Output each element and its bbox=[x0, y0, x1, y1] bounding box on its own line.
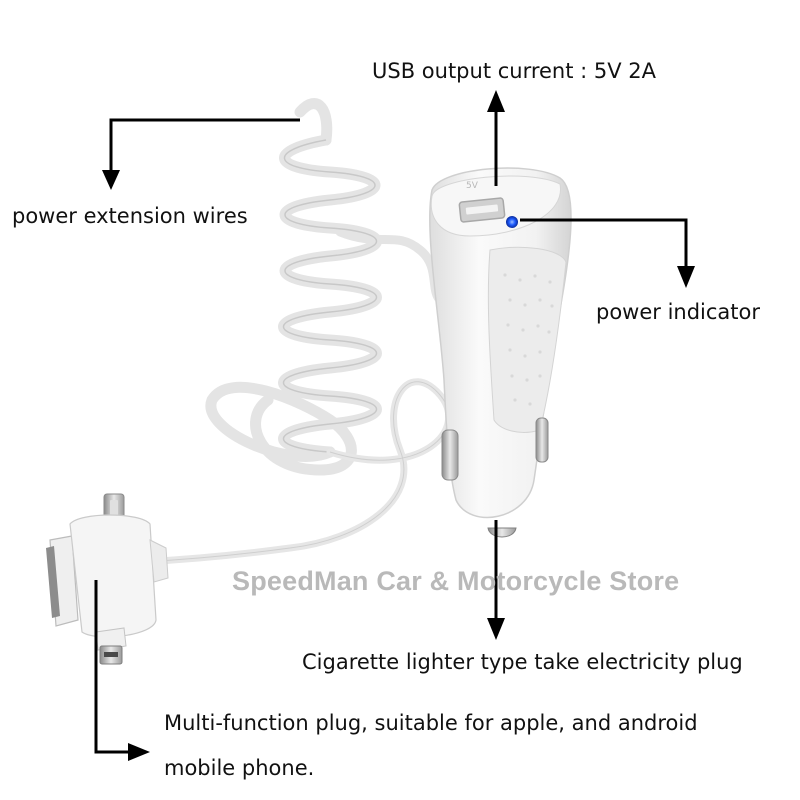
coiled-cable-outline bbox=[282, 139, 378, 453]
label-extension-wires: power extension wires bbox=[12, 204, 248, 228]
arrow-extension-wires bbox=[102, 118, 300, 190]
side-spring-right bbox=[535, 417, 549, 463]
arrow-multi-plug bbox=[94, 580, 150, 761]
multi-function-plug bbox=[46, 493, 169, 665]
usb-port bbox=[458, 197, 506, 223]
car-charger: 5V bbox=[429, 167, 572, 538]
power-indicator-led bbox=[506, 216, 518, 228]
coiled-cable bbox=[205, 98, 445, 476]
label-plug: Cigarette lighter type take electricity … bbox=[302, 650, 743, 674]
arrow-usb-output bbox=[487, 90, 505, 186]
label-multi-plug-line2: mobile phone. bbox=[164, 756, 315, 780]
arrow-power-indicator bbox=[520, 218, 695, 288]
port-marking: 5V bbox=[466, 181, 479, 191]
store-watermark: SpeedMan Car & Motorcycle Store bbox=[232, 566, 680, 596]
label-power-indicator: power indicator bbox=[596, 300, 761, 324]
label-multi-plug-line1: Multi-function plug, suitable for apple,… bbox=[164, 711, 698, 735]
grip-texture bbox=[503, 273, 554, 406]
side-spring-left bbox=[441, 429, 459, 481]
tip-contact bbox=[487, 527, 517, 538]
arrow-plug bbox=[487, 520, 505, 640]
label-usb-output: USB output current : 5V 2A bbox=[372, 59, 657, 83]
